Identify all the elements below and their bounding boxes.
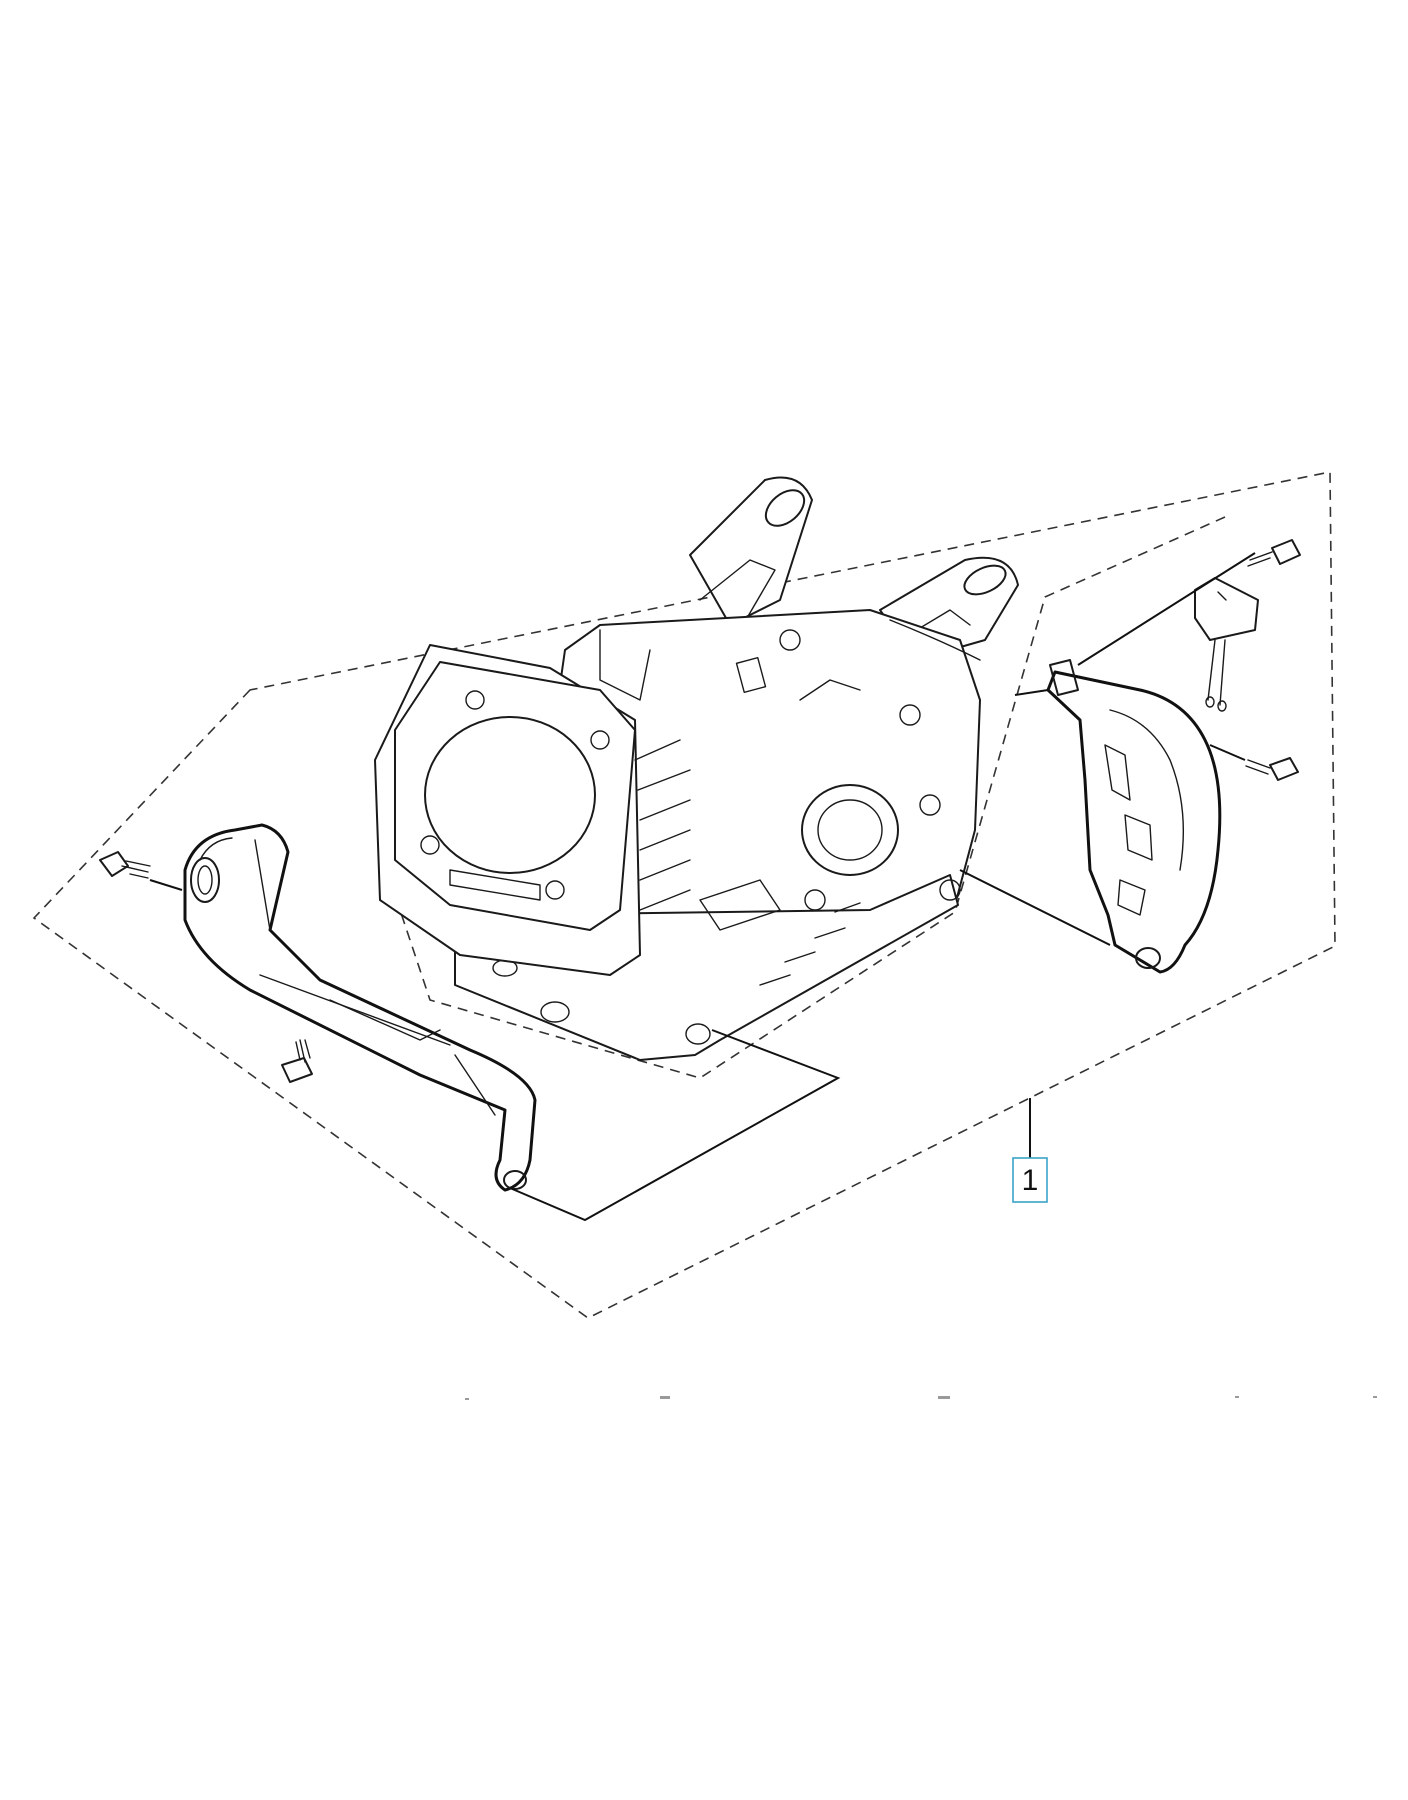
callout-1[interactable]: 1 <box>1012 1098 1048 1203</box>
scan-artifacts <box>465 1396 1377 1400</box>
bolt-icon <box>1247 539 1301 567</box>
bolt-icon <box>1245 757 1299 781</box>
ignition-coil-icon <box>1194 577 1259 712</box>
right-shroud <box>1046 659 1222 974</box>
callout-box <box>1012 1157 1048 1203</box>
assembly-boundary <box>32 471 1336 1319</box>
right-leader-lines <box>959 552 1256 946</box>
callout-label: 1 <box>1022 1164 1039 1197</box>
engine-boundary <box>379 516 1226 1079</box>
engine-block <box>374 476 1019 1061</box>
left-leader-lines <box>149 879 841 1222</box>
bolt-icon <box>281 1039 313 1083</box>
left-air-guide <box>183 823 537 1192</box>
bolt-icon <box>99 851 151 879</box>
